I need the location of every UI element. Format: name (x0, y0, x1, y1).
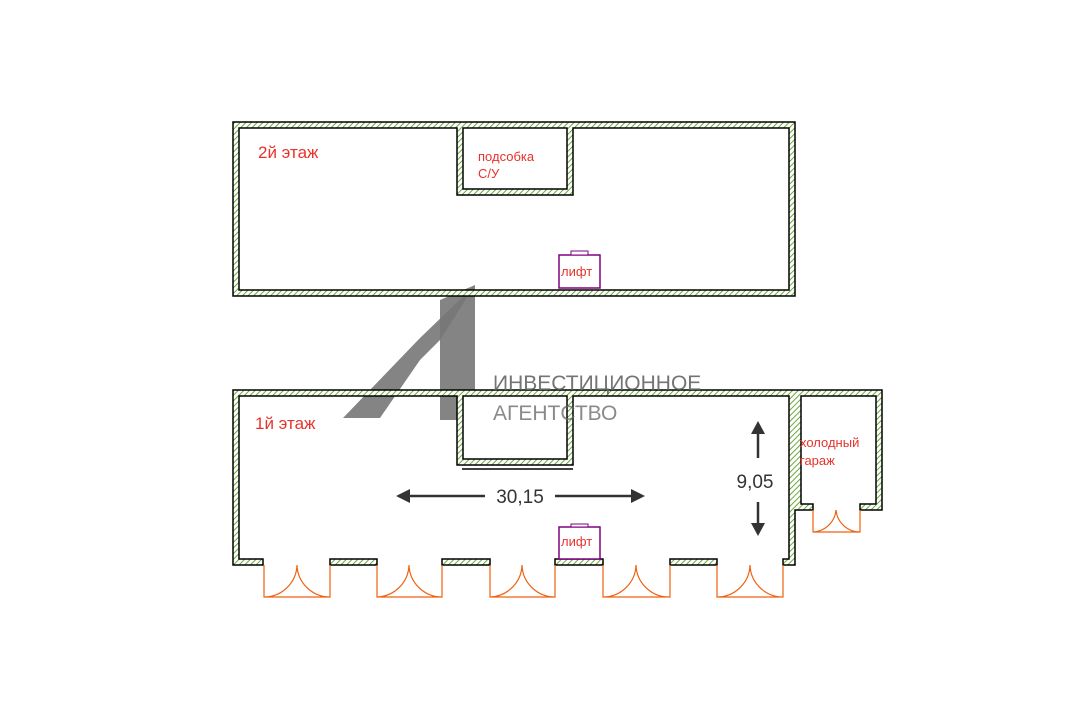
front-wall-segments (329, 558, 718, 566)
garage-door (812, 509, 861, 533)
garage-label-1: холодный (800, 435, 859, 450)
lift-1 (558, 523, 601, 560)
lift-2 (558, 250, 601, 289)
door (376, 564, 443, 598)
inner-room (462, 395, 568, 460)
logo-line-1: ИНВЕСТИЦИОННОЕ (493, 372, 701, 395)
utility-room (462, 127, 568, 190)
length-dimension: 30,15 (496, 487, 544, 508)
door (602, 564, 671, 598)
lift-1-label: лифт (561, 534, 592, 549)
floor-1-label: 1й этаж (255, 414, 316, 433)
logo-mark (343, 285, 475, 420)
door (716, 564, 784, 598)
door (489, 564, 556, 598)
doors (263, 509, 861, 598)
door (263, 564, 331, 598)
utility-room-label: подсобка (478, 149, 535, 164)
width-dimension: 9,05 (737, 472, 774, 493)
floor-2 (232, 121, 796, 297)
dimension-arrows (396, 421, 765, 536)
floor-1 (232, 389, 883, 598)
floor-2-label: 2й этаж (258, 143, 319, 162)
lift-2-label: лифт (561, 264, 592, 279)
logo-line-2: АГЕНТСТВО (493, 402, 617, 425)
wc-label: С/У (478, 166, 500, 181)
garage-label-2: гараж (800, 453, 835, 468)
